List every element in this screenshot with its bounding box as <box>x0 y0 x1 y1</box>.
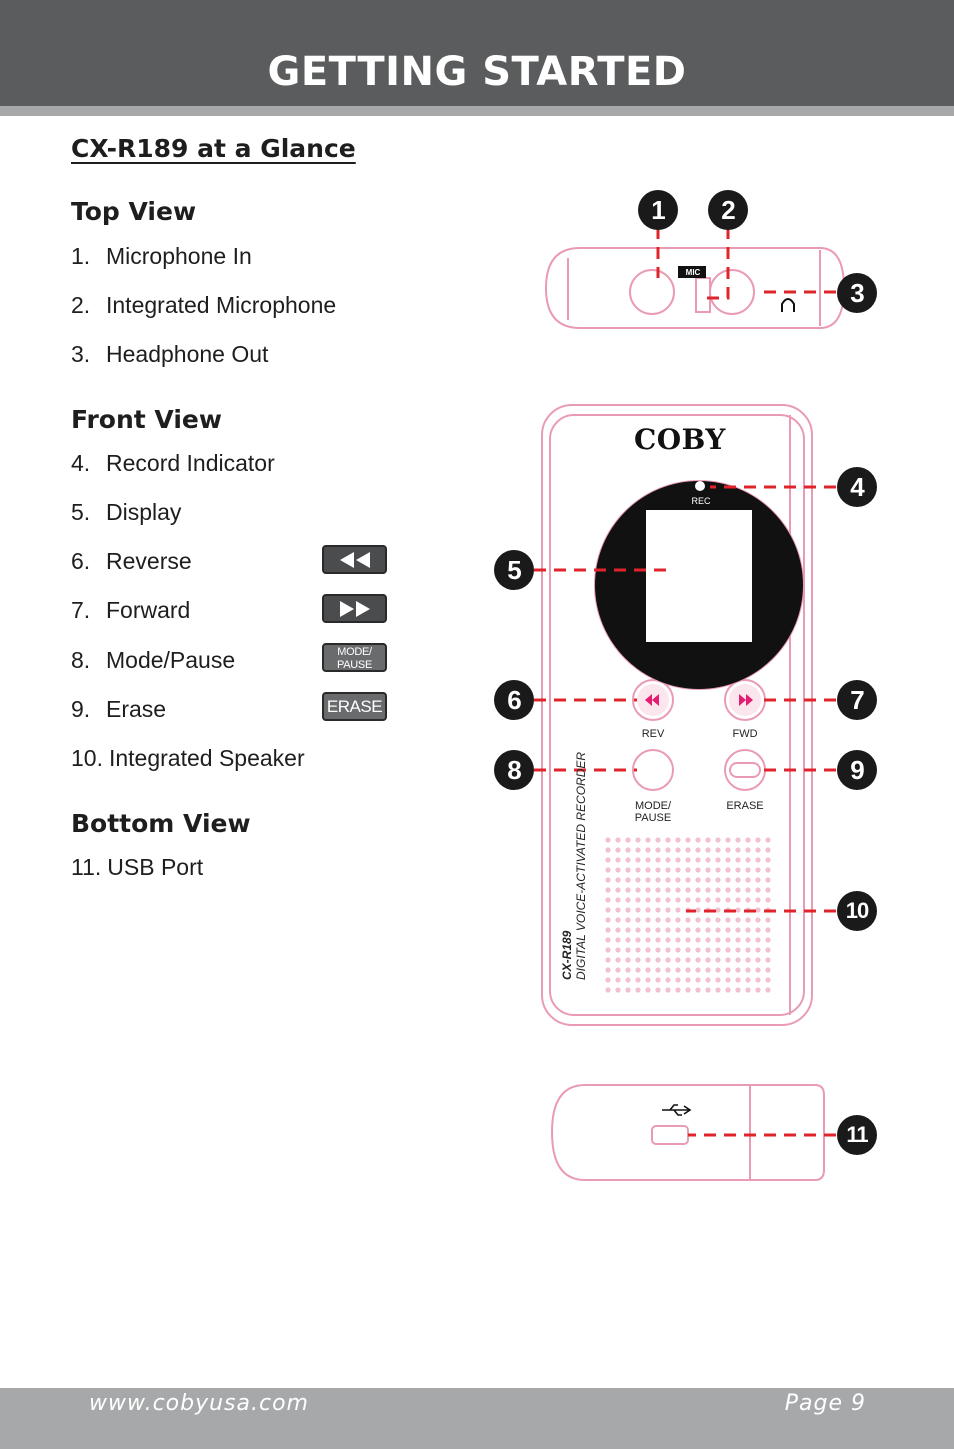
callout-4: 4 <box>837 467 877 507</box>
top-view-heading: Top View <box>71 197 197 226</box>
callout-7: 7 <box>837 680 877 720</box>
callout-10: 10 <box>837 891 877 931</box>
bottom-view-heading: Bottom View <box>71 809 251 838</box>
list-item: 6. Reverse <box>71 547 192 575</box>
item-label: Microphone In <box>106 243 252 269</box>
mode-pause-icon-line1: MODE/ <box>337 646 372 658</box>
item-number: 11. <box>71 854 102 880</box>
mode-label-line1: MODE/ <box>634 800 672 812</box>
item-label: Record Indicator <box>106 450 275 476</box>
mode-pause-icon-line2: PAUSE <box>337 659 372 671</box>
item-label: Display <box>106 499 182 525</box>
callout-8: 8 <box>494 750 534 790</box>
rec-label: REC <box>691 496 711 506</box>
callout-11: 11 <box>837 1115 877 1155</box>
usb-icon <box>662 1104 692 1116</box>
section-subtitle: CX-R189 at a Glance <box>71 134 356 163</box>
list-item: 2. Integrated Microphone <box>71 291 336 319</box>
item-label: USB Port <box>107 854 204 880</box>
device-illustration <box>534 227 846 1181</box>
headphone-icon <box>781 298 795 312</box>
list-item: 1. Microphone In <box>71 242 252 270</box>
mode-pause-icon: MODE/ PAUSE <box>322 643 387 672</box>
list-item: 3. Headphone Out <box>71 340 268 368</box>
leader-lines <box>534 227 836 1137</box>
front-view-heading: Front View <box>71 405 222 434</box>
item-label: Integrated Speaker <box>108 745 305 771</box>
item-number: 2. <box>71 292 91 318</box>
item-number: 5. <box>71 499 91 525</box>
mode-label-line2: PAUSE <box>634 812 672 824</box>
list-item: 7. Forward <box>71 596 190 624</box>
item-number: 6. <box>71 548 91 574</box>
item-number: 1. <box>71 243 91 269</box>
list-item: 9. Erase <box>71 695 166 723</box>
header-bar <box>0 0 954 106</box>
list-item: 11.USB Port <box>71 853 203 881</box>
device-diagram: (function(){ var g = document.getElement… <box>460 180 954 1210</box>
page-title: GETTING STARTED <box>267 49 687 95</box>
list-item: 4. Record Indicator <box>71 449 275 477</box>
rev-label: REV <box>641 728 665 740</box>
item-label: Forward <box>106 597 191 623</box>
callout-3: 3 <box>837 273 877 313</box>
item-number: 9. <box>71 696 91 722</box>
header-strip <box>0 106 954 116</box>
device-vertical-text: CX-R189 DIGITAL VOICE-ACTIVATED RECORDER <box>560 752 588 980</box>
callout-9: 9 <box>837 750 877 790</box>
callout-1: 1 <box>638 190 678 230</box>
top-view-outline <box>544 247 846 329</box>
rewind-icon <box>322 545 387 574</box>
callout-6: 6 <box>494 680 534 720</box>
item-label: Integrated Microphone <box>106 292 337 318</box>
list-item: 8. Mode/Pause <box>71 646 235 674</box>
item-number: 3. <box>71 341 91 367</box>
footer-url: www.cobyusa.com <box>89 1391 309 1416</box>
speaker-grille <box>605 837 771 993</box>
callout-2: 2 <box>708 190 748 230</box>
item-label: Headphone Out <box>106 341 269 367</box>
erase-icon: ERASE <box>322 692 387 721</box>
bottom-view-outline <box>550 1084 825 1181</box>
display-screen <box>646 510 752 642</box>
fast-forward-icon <box>322 594 387 623</box>
item-number: 4. <box>71 450 91 476</box>
footer-bar <box>0 1388 954 1449</box>
device-description: DIGITAL VOICE-ACTIVATED RECORDER <box>574 751 588 980</box>
erase-icon-label: ERASE <box>326 697 383 716</box>
callout-5: 5 <box>494 550 534 590</box>
record-indicator-light <box>695 481 705 491</box>
item-number: 8. <box>71 647 91 673</box>
page-number: Page 9 <box>784 1391 866 1416</box>
item-number: 10. <box>71 745 103 771</box>
mic-label: MIC <box>685 268 701 277</box>
brand-logo: COBY <box>634 423 726 456</box>
item-label: Erase <box>106 696 167 722</box>
mode-pause-label: MODE/ PAUSE <box>630 800 676 824</box>
item-label: Reverse <box>106 548 192 574</box>
fwd-label: FWD <box>732 728 758 740</box>
list-item: 10.Integrated Speaker <box>71 744 305 772</box>
item-number: 7. <box>71 597 91 623</box>
item-label: Mode/Pause <box>106 647 236 673</box>
erase-label: ERASE <box>726 800 764 812</box>
list-item: 5. Display <box>71 498 181 526</box>
model-number: CX-R189 <box>560 930 574 980</box>
